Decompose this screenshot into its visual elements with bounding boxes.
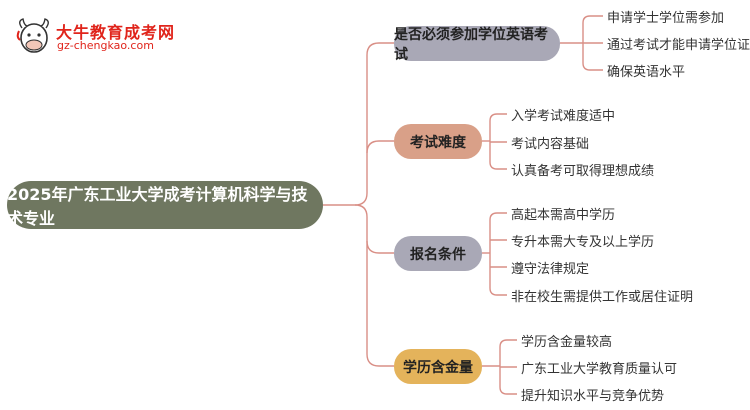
- connector-line: [354, 204, 394, 367]
- leaf-text: 通过考试才能申请学位证书: [607, 38, 750, 53]
- leaf-text: 非在校生需提供工作或居住证明: [511, 290, 694, 305]
- leaf-text: 申请学士学位需参加: [607, 11, 725, 26]
- leaf-text: 学历含金量较高: [521, 335, 613, 350]
- branch-node-registration: 报名条件: [394, 236, 482, 271]
- connector-line: [354, 42, 394, 206]
- leaf-text: 确保英语水平: [607, 65, 686, 80]
- branch-node-degree-value: 学历含金量: [394, 349, 482, 384]
- leaf-text: 广东工业大学教育质量认可: [521, 362, 678, 377]
- connector-line: [582, 62, 603, 71]
- connector-line: [499, 339, 517, 348]
- leaf-text: 专升本需大专及以上学历: [511, 235, 655, 250]
- connector-line: [489, 113, 507, 122]
- connector-line: [499, 386, 517, 395]
- logo-title: 大牛教育成考网: [56, 23, 176, 42]
- connector-line: [489, 161, 507, 170]
- connector-line: [366, 140, 394, 154]
- cartoon-bull-head-icon: [16, 18, 49, 53]
- site-logo[interactable]: 大牛教育成考网 gz-chengkao.com: [16, 17, 176, 57]
- connector-line: [582, 15, 603, 24]
- branch-node-exam-difficulty: 考试难度: [394, 124, 482, 159]
- connector-line: [366, 240, 394, 254]
- logo-url: gz-chengkao.com: [57, 39, 154, 52]
- connector-line: [489, 287, 507, 296]
- leaf-text: 认真备考可取得理想成绩: [511, 164, 655, 179]
- branch-node-english-exam: 是否必须参加学位英语考试: [394, 26, 560, 63]
- leaf-text: 高起本需高中学历: [511, 208, 616, 223]
- connector-line: [489, 212, 507, 221]
- leaf-text: 遵守法律规定: [511, 262, 590, 277]
- leaf-text: 考试内容基础: [511, 137, 590, 152]
- leaf-text: 提升知识水平与竞争优势: [521, 389, 665, 404]
- root-node: 2025年广东工业大学成考计算机科学与技术专业: [7, 181, 323, 229]
- leaf-text: 入学考试难度适中: [511, 109, 616, 124]
